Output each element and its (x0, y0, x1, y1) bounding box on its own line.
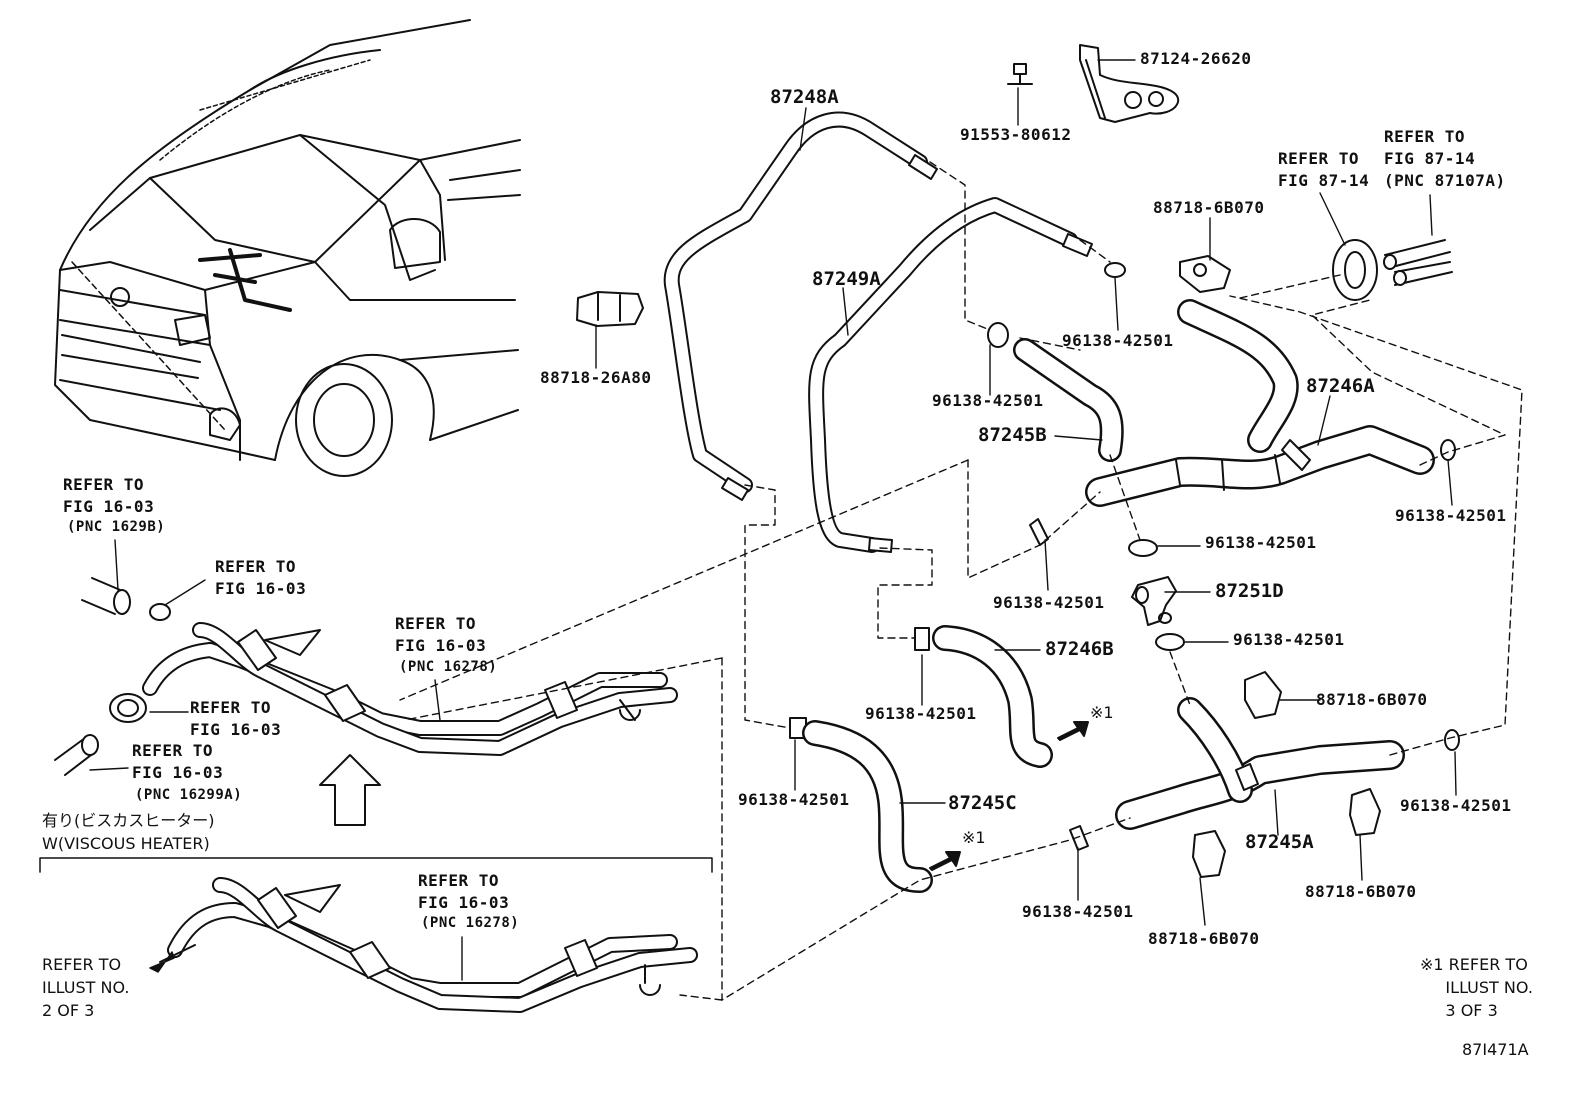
part-88718-6B070-top[interactable]: 88718-6B070 (1153, 198, 1265, 217)
mark-ref-1: ※1 (1090, 703, 1114, 722)
refer-pnc-16278-a: (PNC 16278) (399, 659, 498, 675)
refer-fig-16-03-c[interactable]: REFER TO FIG 16-03 (395, 614, 487, 655)
refer-fig-87-14-pnc[interactable]: REFER TO FIG 87-14 (PNC 87107A) (1384, 127, 1506, 190)
part-87245A[interactable]: 87245A (1245, 831, 1314, 853)
part-87248A[interactable]: 87248A (770, 86, 839, 108)
mark-ref-2: ※1 (962, 828, 986, 847)
refer-fig-16-03-a[interactable]: REFER TO FIG 16-03 (63, 475, 155, 516)
part-96138-42501-j[interactable]: 96138-42501 (1022, 902, 1134, 921)
clip-88718-6B070-mid[interactable] (1244, 671, 1282, 719)
refer-pnc-16278-b: (PNC 16278) (421, 915, 520, 931)
clip-88718-6B070-top[interactable] (1179, 255, 1231, 293)
hose-87245A[interactable] (1115, 697, 1405, 830)
hose-87246B[interactable] (932, 625, 1053, 768)
part-96138-42501-f[interactable]: 96138-42501 (1233, 630, 1345, 649)
vehicle-illustration (54, 19, 521, 477)
part-87246A[interactable]: 87246A (1306, 375, 1375, 397)
hose-87249A[interactable] (808, 197, 1093, 553)
part-96138-42501-e[interactable]: 96138-42501 (993, 593, 1105, 612)
part-96138-42501-c[interactable]: 96138-42501 (1395, 506, 1507, 525)
clip-88718-6B070-bottom-2[interactable] (1349, 788, 1381, 836)
variant-label-jp: 有り(ビスカスヒーター) (42, 811, 215, 830)
hose-end-fig-16-03[interactable] (81, 577, 131, 615)
part-88718-6B070-b1[interactable]: 88718-6B070 (1148, 929, 1260, 948)
refer-fig-87-14[interactable]: REFER TO FIG 87-14 (1278, 149, 1370, 190)
part-87245C[interactable]: 87245C (948, 792, 1017, 814)
part-96138-42501-d[interactable]: 96138-42501 (1205, 533, 1317, 552)
refer-pnc-16299A: (PNC 16299A) (135, 787, 243, 803)
refer-pnc-1629B: (PNC 1629B) (67, 519, 166, 535)
refer-fig-16-03-b[interactable]: REFER TO FIG 16-03 (215, 557, 307, 598)
up-arrow (319, 754, 381, 826)
variant-bracket (39, 857, 713, 873)
hose-87246A[interactable] (1085, 299, 1435, 507)
refer-illust-2-of-3[interactable]: REFER TO ILLUST NO. 2 OF 3 (42, 955, 130, 1020)
arrow-mark-1 (1057, 721, 1089, 741)
heater-pipe-upper[interactable] (142, 622, 678, 756)
pipe-end-fig-16-03[interactable] (54, 734, 99, 776)
part-87245B[interactable]: 87245B (978, 424, 1047, 446)
illustration-id: 87I471A (1462, 1040, 1529, 1059)
refer-fig-16-03-f[interactable]: REFER TO FIG 16-03 (418, 871, 510, 912)
arrow-mark-2 (929, 851, 961, 871)
refer-illust-3-of-3[interactable]: ※1 REFER TO ILLUST NO. 3 OF 3 (1420, 955, 1533, 1020)
hose-87245C[interactable] (802, 720, 933, 893)
arrow-illust-2 (149, 951, 175, 973)
clip-88718-26A80[interactable] (576, 291, 644, 327)
leader-lines (89, 59, 1457, 981)
clip-88718-6B070-bottom-1[interactable] (1192, 830, 1226, 878)
part-96138-42501-h[interactable]: 96138-42501 (738, 790, 850, 809)
part-91553-80612[interactable]: 91553-80612 (960, 125, 1072, 144)
grommet-fig-87-14[interactable] (1332, 239, 1453, 301)
clamp-96138-42501-set[interactable] (789, 262, 1460, 851)
hose-87248A[interactable] (663, 111, 938, 501)
bracket-87124-26620[interactable] (1079, 44, 1180, 123)
part-87249A[interactable]: 87249A (812, 268, 881, 290)
bolt-91553-80612[interactable] (1007, 63, 1033, 85)
variant-label-en: W(VISCOUS HEATER) (42, 834, 210, 853)
hose-87245B[interactable] (1013, 338, 1124, 462)
part-96138-42501-g[interactable]: 96138-42501 (865, 704, 977, 723)
part-88718-26A80[interactable]: 88718-26A80 (540, 368, 652, 387)
part-87246B[interactable]: 87246B (1045, 638, 1114, 660)
part-96138-42501-b[interactable]: 96138-42501 (1062, 331, 1174, 350)
connection-lines (399, 161, 1523, 1001)
refer-fig-16-03-d[interactable]: REFER TO FIG 16-03 (190, 698, 282, 739)
refer-fig-16-03-e[interactable]: REFER TO FIG 16-03 (132, 741, 224, 782)
part-96138-42501-a[interactable]: 96138-42501 (932, 391, 1044, 410)
part-87251D[interactable]: 87251D (1215, 580, 1284, 602)
part-87124-26620[interactable]: 87124-26620 (1140, 49, 1252, 68)
part-88718-6B070-mid[interactable]: 88718-6B070 (1316, 690, 1428, 709)
heater-pipe-lower[interactable] (167, 877, 698, 1013)
part-96138-42501-i[interactable]: 96138-42501 (1400, 796, 1512, 815)
part-88718-6B070-b2[interactable]: 88718-6B070 (1305, 882, 1417, 901)
tee-87251D[interactable] (1131, 576, 1177, 626)
clamp-fig-16-03[interactable] (109, 603, 171, 723)
